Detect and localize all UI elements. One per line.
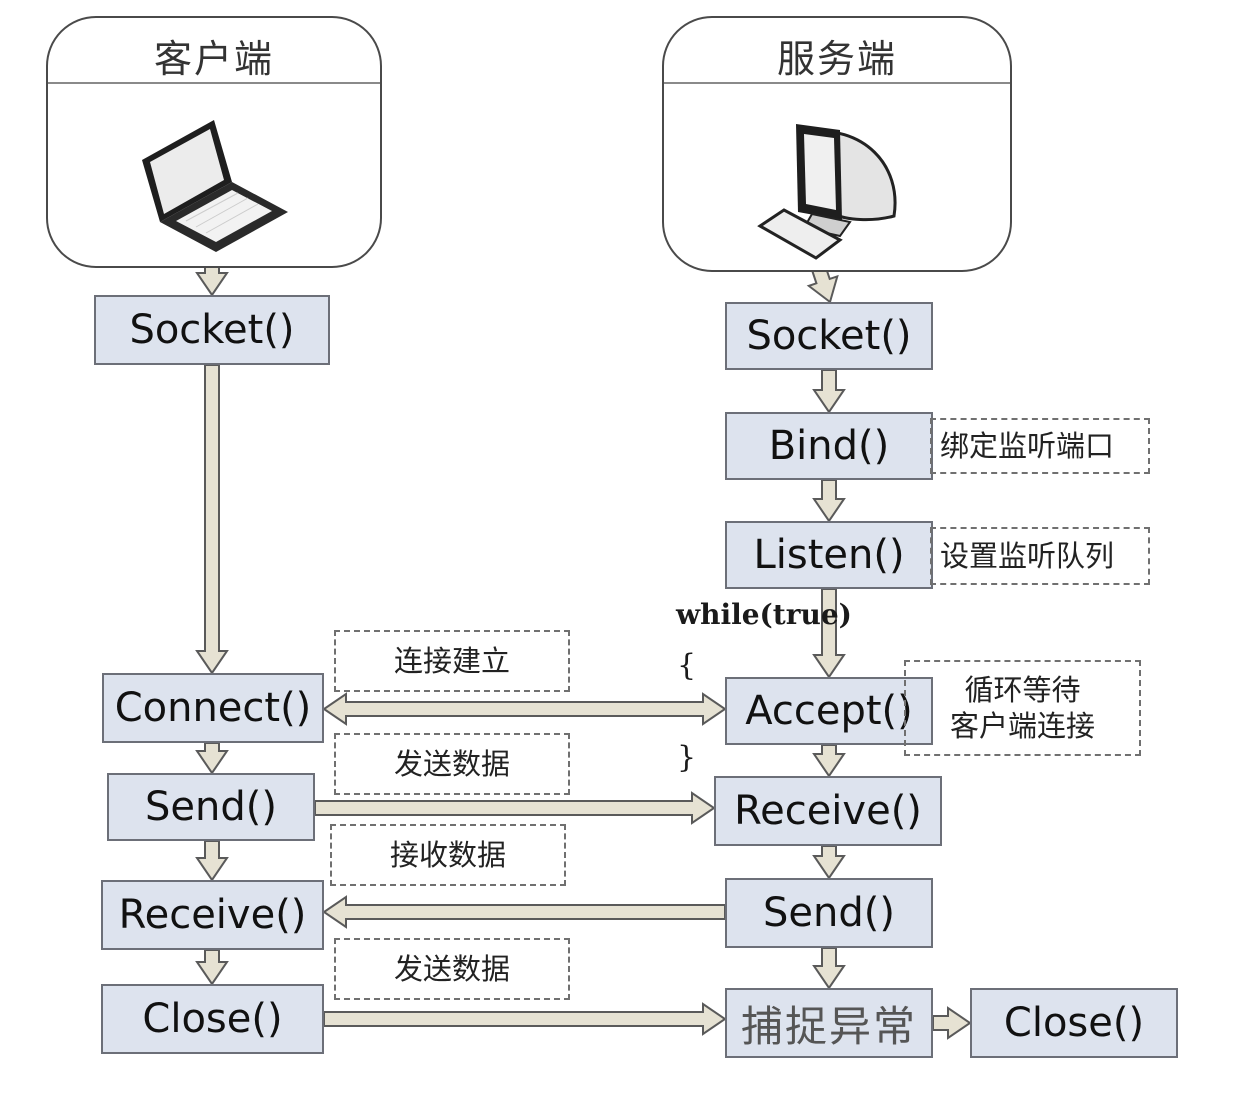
loop-open-brace: {	[677, 648, 697, 683]
accept-note: 循环等待 客户端连接	[904, 660, 1141, 756]
server-title: 服务端	[776, 37, 897, 81]
loop-close-brace: }	[677, 740, 697, 775]
client-receive-to-close-arrow	[195, 949, 229, 986]
bind-note: 绑定监听端口	[930, 418, 1150, 474]
server-panel-divider	[664, 82, 1010, 84]
server-bind-box: Bind()	[725, 412, 933, 480]
client-send-to-server-receive-arrow	[314, 791, 716, 825]
send-note: 发送数据	[334, 733, 570, 795]
receive-note: 接收数据	[330, 824, 566, 886]
client-receive-box: Receive()	[101, 880, 324, 950]
server-receive-to-send-arrow	[812, 845, 846, 880]
server-receive-box: Receive()	[714, 776, 942, 846]
client-socket-box: Socket()	[94, 295, 330, 365]
server-bind-to-listen-arrow	[812, 479, 846, 523]
server-catch-exception-box: 捕捉异常	[725, 988, 933, 1058]
server-close-box: Close()	[970, 988, 1178, 1058]
server-panel: 服务端	[662, 16, 1012, 272]
client-connect-to-send-arrow	[195, 742, 229, 775]
listen-note: 设置监听队列	[930, 527, 1150, 585]
server-listen-to-accept-arrow	[812, 588, 846, 679]
catch-to-server-close-arrow	[932, 1006, 972, 1040]
server-send-to-client-receive-arrow	[322, 895, 726, 929]
server-listen-box: Listen()	[725, 521, 933, 589]
server-send-to-catch-arrow	[812, 947, 846, 990]
laptop-icon	[142, 120, 288, 252]
desktop-computer-icon	[757, 124, 897, 260]
client-panel: 客户端	[46, 16, 382, 268]
send-note-2: 发送数据	[334, 938, 570, 1000]
accept-note-line2: 客户端连接	[949, 709, 1095, 743]
client-send-to-receive-arrow	[195, 840, 229, 882]
client-connect-box: Connect()	[102, 673, 324, 743]
server-accept-to-receive-arrow	[812, 744, 846, 778]
client-close-box: Close()	[101, 984, 324, 1054]
client-close-to-catch-arrow	[323, 1002, 727, 1036]
client-title: 客户端	[153, 37, 274, 81]
connect-note: 连接建立	[334, 630, 570, 692]
connect-accept-arrow	[322, 692, 727, 726]
server-socket-to-bind-arrow	[812, 369, 846, 414]
client-panel-divider	[48, 82, 380, 84]
server-accept-box: Accept()	[725, 677, 933, 745]
accept-note-line1: 循环等待	[964, 672, 1081, 707]
server-socket-box: Socket()	[725, 302, 933, 370]
server-send-box: Send()	[725, 878, 933, 948]
loop-keyword: while(true)	[676, 598, 852, 631]
client-send-box: Send()	[107, 773, 315, 841]
client-socket-to-connect-arrow	[195, 364, 229, 675]
